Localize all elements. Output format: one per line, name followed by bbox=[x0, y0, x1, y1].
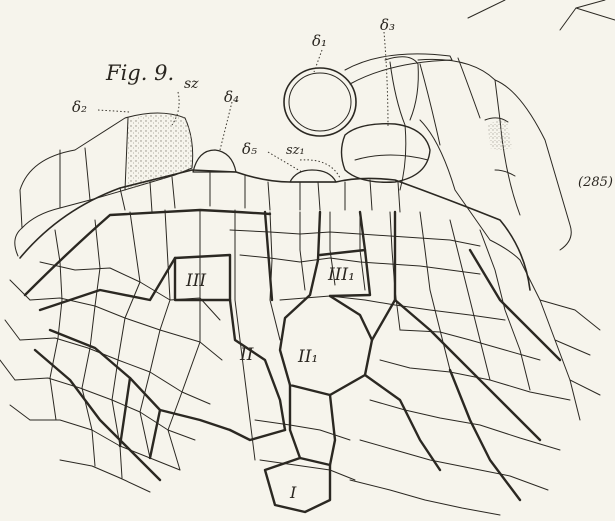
label-cell-II-1: II₁ bbox=[297, 347, 318, 367]
label-delta-2: δ₂ bbox=[72, 98, 87, 116]
label-cell-III: III bbox=[185, 271, 206, 291]
spore-delta-3 bbox=[342, 124, 431, 183]
plate-number: (285) bbox=[578, 175, 613, 190]
label-delta-5: δ₅ bbox=[242, 140, 257, 158]
spore-delta-5 bbox=[290, 170, 336, 182]
hair-filament bbox=[345, 54, 571, 260]
corner-cell-fragment bbox=[468, 0, 615, 30]
spore-delta-1 bbox=[284, 68, 356, 136]
label-cell-II: II bbox=[239, 345, 254, 365]
cell-network-thick bbox=[25, 210, 560, 512]
label-cell-I: I bbox=[289, 483, 297, 502]
label-delta-4: δ₄ bbox=[224, 88, 239, 106]
label-delta-1: δ₁ bbox=[312, 32, 327, 50]
label-sz-1: sz₁ bbox=[286, 143, 305, 158]
spore-delta-4 bbox=[193, 150, 236, 172]
figure-title: Fig. 9. bbox=[105, 61, 174, 85]
label-sz: sz bbox=[184, 76, 199, 92]
label-cell-III-1: III₁ bbox=[327, 265, 355, 285]
label-delta-3: δ₃ bbox=[380, 16, 395, 34]
